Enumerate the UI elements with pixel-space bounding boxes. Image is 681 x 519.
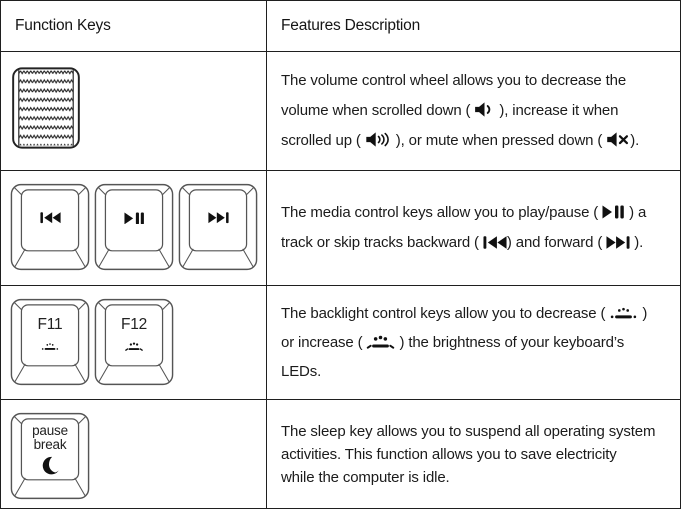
key-break-label: break	[33, 437, 67, 452]
backlight-keys-cell: F11 F12	[1, 286, 267, 400]
brightness-down-icon	[609, 306, 638, 320]
brightness-up-key-icon	[94, 342, 174, 351]
header-features-description-label: Features Description	[281, 17, 421, 34]
play-pause-icon	[602, 205, 625, 219]
description-line: volume when scrolled down ( ), increase …	[281, 102, 619, 119]
volume-up-icon	[365, 132, 392, 147]
description-line: or increase ( ) the brightness of your k…	[281, 334, 625, 351]
header-function-keys-label: Function Keys	[15, 17, 111, 34]
description-line: The sleep key allows you to suspend all …	[281, 422, 656, 440]
volume-wheel-cell	[1, 52, 267, 171]
prev-track-key-icon	[10, 183, 90, 253]
key-f11-label: F11	[37, 316, 63, 333]
key-f11: F11	[10, 298, 90, 386]
prev-track-icon	[483, 236, 507, 249]
backlight-description: The backlight control keys allow you to …	[267, 286, 680, 400]
key-play-pause	[94, 183, 174, 271]
keycap-frame	[94, 298, 174, 386]
volume-mute-icon	[606, 132, 630, 147]
media-keyrow	[10, 183, 258, 271]
media-description: The media control keys allow you to play…	[267, 171, 680, 286]
description-line: activities. This function allows you to …	[281, 445, 617, 463]
description-line: LEDs.	[281, 363, 322, 380]
description-line: The volume control wheel allows you to d…	[281, 72, 627, 89]
description-line: while the computer is idle.	[281, 468, 450, 486]
keycap-frame	[10, 412, 90, 500]
volume-description: The volume control wheel allows you to d…	[267, 52, 680, 171]
backlight-keyrow: F11 F12	[10, 298, 174, 386]
sleep-key-cell: pause break	[1, 400, 267, 508]
description-line: track or skip tracks backward ( ) and fo…	[281, 234, 644, 251]
next-track-key-icon	[178, 183, 258, 253]
play-pause-key-icon	[94, 183, 174, 253]
keycap-frame	[178, 183, 258, 271]
sleep-moon-key-icon	[10, 456, 90, 476]
key-next-track	[178, 183, 258, 271]
volume-down-icon	[474, 102, 495, 117]
header-function-keys: Function Keys	[1, 1, 267, 52]
key-prev-track	[10, 183, 90, 271]
key-f12-label: F12	[120, 316, 148, 333]
keycap-frame	[94, 183, 174, 271]
key-pause-label: pause	[32, 423, 68, 438]
description-line: scrolled up ( ), or mute when pressed do…	[281, 132, 640, 149]
key-pause-break: pause break	[10, 412, 90, 500]
next-track-icon	[606, 236, 630, 249]
sleep-description: The sleep key allows you to suspend all …	[267, 400, 680, 508]
keycap-frame	[10, 298, 90, 386]
brightness-up-icon	[366, 335, 395, 349]
description-line: The media control keys allow you to play…	[281, 204, 647, 221]
key-f12: F12	[94, 298, 174, 386]
brightness-down-key-icon	[10, 342, 90, 351]
media-keys-cell	[1, 171, 267, 286]
description-line: The backlight control keys allow you to …	[281, 305, 648, 322]
header-features-description: Features Description	[267, 1, 680, 52]
volume-wheel-icon	[12, 67, 80, 149]
